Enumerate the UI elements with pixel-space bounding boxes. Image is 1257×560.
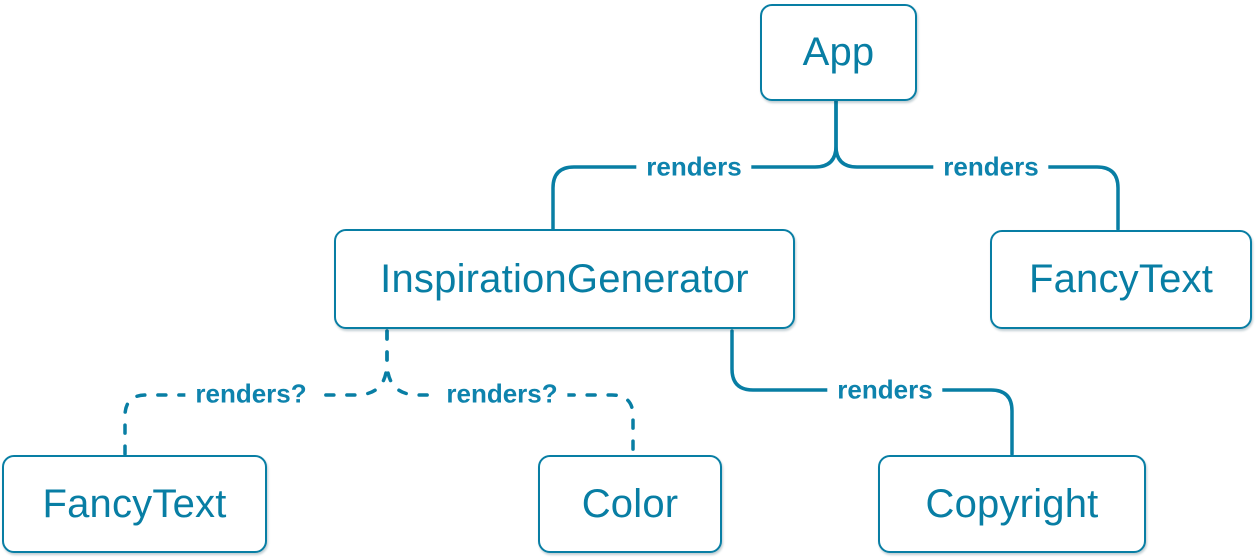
edge-label-app-inspirationgenerator: renders xyxy=(636,151,752,183)
node-label: InspirationGenerator xyxy=(380,256,749,301)
edge-label-inspirationgenerator-copyright: renders xyxy=(827,374,943,406)
node-fancy-text-top: FancyText xyxy=(990,230,1252,329)
node-label: App xyxy=(802,30,875,74)
edge-inspirationgenerator-to-color-conditional xyxy=(385,329,635,456)
node-inspiration-generator: InspirationGenerator xyxy=(334,229,795,329)
node-label: Copyright xyxy=(925,481,1099,526)
node-label: FancyText xyxy=(42,481,227,526)
node-app: App xyxy=(760,4,917,101)
edge-label-inspirationgenerator-color: renders? xyxy=(436,378,568,410)
edge-label-app-fancytext: renders xyxy=(933,151,1049,183)
node-color: Color xyxy=(538,455,722,553)
node-label: Color xyxy=(581,481,679,526)
node-fancy-text-bottom: FancyText xyxy=(2,455,267,553)
node-label: FancyText xyxy=(1028,257,1214,301)
node-copyright: Copyright xyxy=(878,455,1146,553)
edge-label-inspirationgenerator-fancytext: renders? xyxy=(185,378,317,410)
